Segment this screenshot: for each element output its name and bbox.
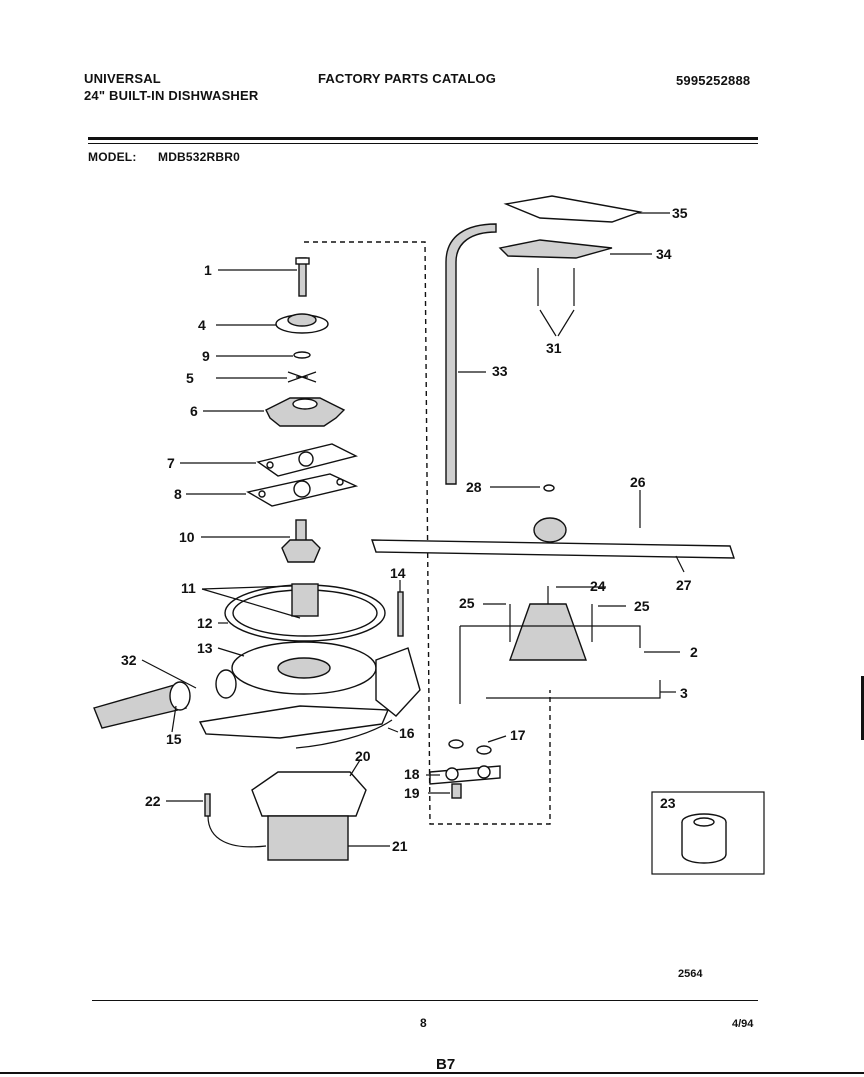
- part-17-18-19-fasteners: [426, 735, 507, 799]
- part-31-screws: [537, 268, 575, 337]
- callout-25-right: 25: [634, 598, 650, 614]
- callout-28: 28: [466, 479, 482, 495]
- part-11-12-seal-ring: [201, 583, 386, 642]
- callout-6: 6: [190, 403, 198, 419]
- bottom-edge-rule: [0, 1072, 864, 1074]
- callout-33: 33: [492, 363, 508, 379]
- callout-26: 26: [630, 474, 646, 490]
- part-2-3-support-bracket: [459, 625, 680, 704]
- callout-32: 32: [121, 652, 137, 668]
- part-5-clip: [216, 371, 317, 383]
- callout-14: 14: [390, 565, 406, 581]
- callout-12: 12: [197, 615, 213, 631]
- revision-date: 4/94: [732, 1018, 754, 1030]
- callout-31: 31: [546, 340, 562, 356]
- right-edge-mark: [861, 676, 864, 740]
- part-14-screw: [397, 580, 404, 637]
- product-name: 24" BUILT-IN DISHWASHER: [84, 88, 259, 103]
- callout-19: 19: [404, 785, 420, 801]
- part-1-bolt: [218, 257, 310, 297]
- part-10-shaft: [201, 519, 321, 563]
- part-6-impeller: [203, 397, 346, 427]
- callout-16: 16: [399, 725, 415, 741]
- callout-20: 20: [355, 748, 371, 764]
- callout-7: 7: [167, 455, 175, 471]
- page-number: 8: [420, 1016, 427, 1030]
- callout-2: 2: [690, 644, 698, 660]
- model-value: MDB532RBR0: [158, 150, 241, 164]
- callout-23: 23: [660, 795, 676, 811]
- part-16-tray: [198, 705, 399, 749]
- callout-13: 13: [197, 640, 213, 656]
- catalog-number: 5995252888: [676, 73, 751, 88]
- part-35-upper-spray-arm: [503, 195, 670, 223]
- part-9-washer: [216, 351, 311, 359]
- section-code: B7: [436, 1056, 456, 1073]
- callout-8: 8: [174, 486, 182, 502]
- assembly-dashed-outline: [304, 241, 551, 825]
- part-33-supply-tube: [445, 223, 497, 485]
- part-24-spray-tower: [509, 586, 606, 661]
- callout-22: 22: [145, 793, 161, 809]
- figure-code: 2564: [678, 968, 703, 980]
- part-28-washer: [490, 484, 555, 492]
- callout-4: 4: [198, 317, 206, 333]
- callout-35: 35: [672, 205, 688, 221]
- part-32-15-drain-hose: [93, 659, 237, 733]
- callout-27: 27: [676, 577, 692, 593]
- header-rule-thin: [88, 143, 758, 144]
- part-34-spray-arm-hub: [498, 239, 652, 259]
- callout-10: 10: [179, 529, 195, 545]
- part-22-bolt: [166, 793, 267, 848]
- part-23-inset: [651, 791, 765, 875]
- callout-1: 1: [204, 262, 212, 278]
- catalog-title: FACTORY PARTS CATALOG: [318, 71, 497, 86]
- part-20-21-motor: [251, 759, 390, 861]
- part-25-screws: [483, 603, 626, 642]
- brand-name: UNIVERSAL: [84, 71, 161, 86]
- callout-21: 21: [392, 838, 408, 854]
- callout-9: 9: [202, 348, 210, 364]
- callout-18: 18: [404, 766, 420, 782]
- part-8-gasket: [186, 473, 359, 507]
- callout-11: 11: [181, 580, 196, 596]
- callout-17: 17: [510, 727, 526, 743]
- callout-3: 3: [680, 685, 688, 701]
- callout-5: 5: [186, 370, 194, 386]
- part-4-cap: [216, 313, 329, 334]
- callout-24: 24: [590, 578, 606, 594]
- header-rule-thick: [88, 137, 758, 140]
- part-26-27-lower-spray-arm: [371, 490, 735, 573]
- callout-25-left: 25: [459, 595, 475, 611]
- callout-34: 34: [656, 246, 672, 262]
- callout-15: 15: [166, 731, 182, 747]
- part-7-gasket-plate: [180, 443, 358, 477]
- model-label: MODEL:: [88, 150, 137, 164]
- footer-rule: [92, 1000, 758, 1001]
- part-13-pump-housing: [217, 641, 421, 717]
